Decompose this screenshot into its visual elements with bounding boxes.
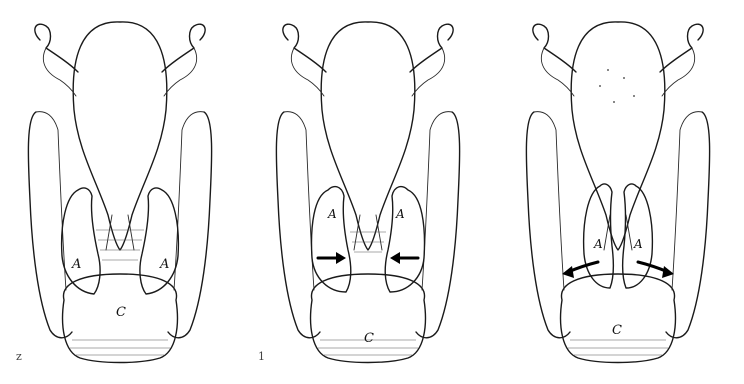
arytenoid-right	[623, 184, 653, 288]
label-a-right: A	[395, 207, 405, 221]
panel-1: A A C z	[16, 22, 212, 363]
panel-2: A A C 1	[258, 22, 460, 363]
arytenoid-right	[140, 188, 178, 294]
arrow-outward-right	[662, 266, 674, 278]
arrow-inward-left	[336, 252, 346, 264]
label-c: C	[116, 305, 126, 320]
label-c: C	[612, 323, 622, 338]
label-c: C	[364, 331, 374, 346]
label-a-right: A	[633, 237, 643, 251]
panel-3: A A C	[526, 22, 709, 363]
panel-marker: 1	[258, 350, 265, 363]
arytenoid-right	[385, 187, 424, 292]
label-a-right: A	[159, 257, 169, 272]
label-a-left: A	[593, 237, 603, 251]
arrow-outward-left	[562, 266, 574, 278]
arrow-inward-right	[390, 252, 400, 264]
label-a-left: A	[71, 257, 81, 272]
arytenoid-left	[62, 188, 100, 294]
label-a-left: A	[327, 207, 337, 221]
panel-marker: z	[16, 350, 22, 363]
arytenoid-left	[312, 187, 351, 292]
arytenoid-left	[584, 184, 614, 288]
